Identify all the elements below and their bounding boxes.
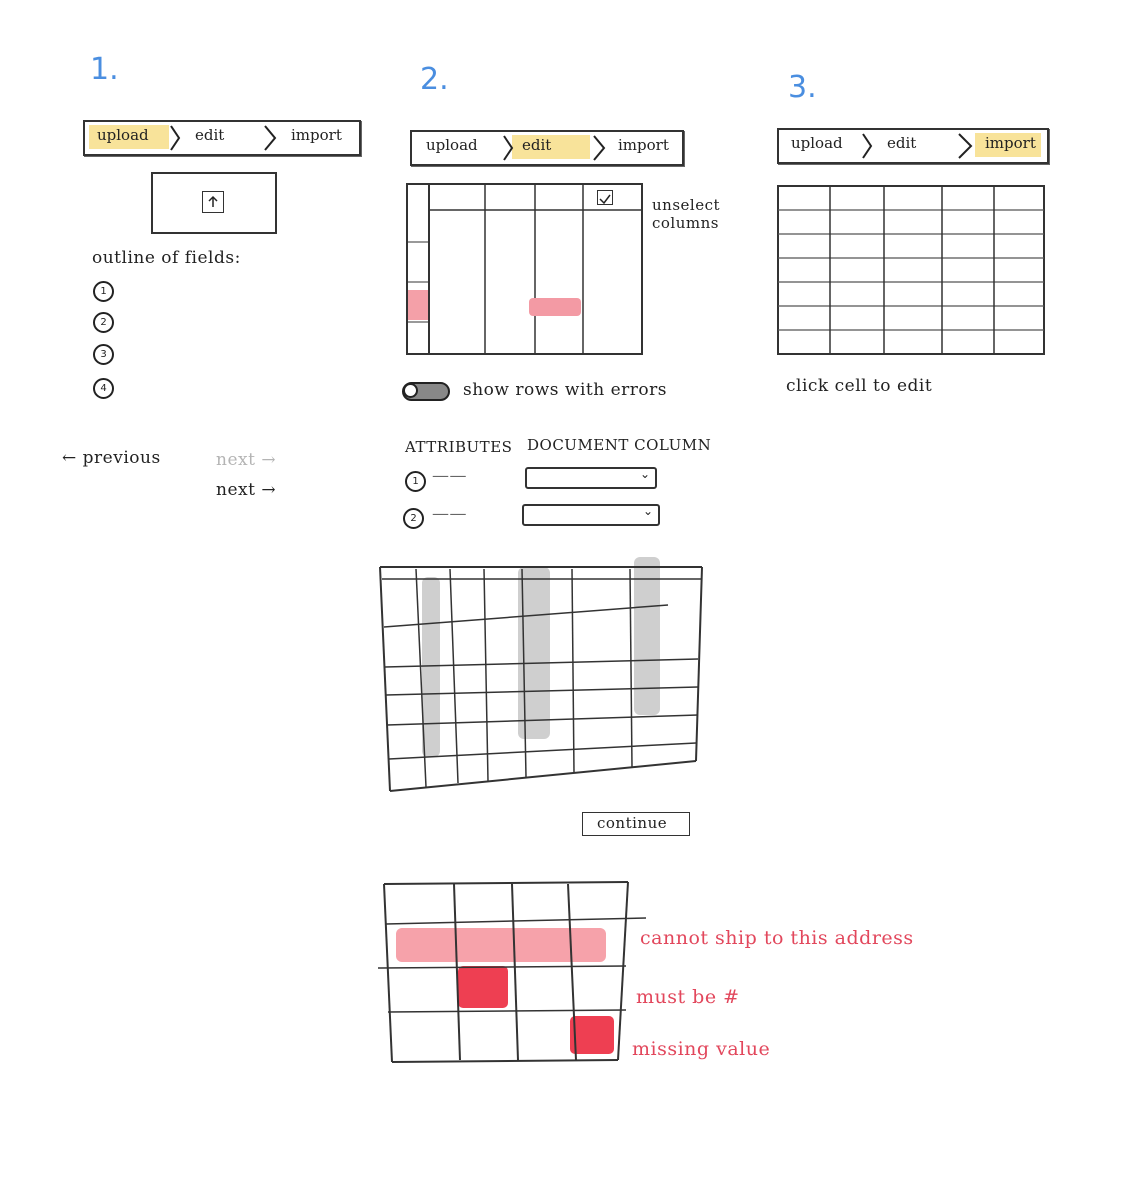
stepper-upload[interactable]: upload: [97, 126, 149, 144]
stepper-screen-1: upload edit import: [83, 120, 361, 156]
unselect-note-line-2: columns: [652, 214, 719, 232]
field-marker-4: 4: [93, 378, 114, 399]
stepper-chevrons: [170, 125, 277, 151]
field-marker-2: 2: [93, 312, 114, 333]
error-table-grid: [377, 881, 646, 1063]
stepper-import[interactable]: import: [291, 126, 342, 144]
step-number-3: 3.: [788, 70, 817, 105]
unselect-columns-note: unselect columns: [652, 196, 720, 232]
preview-table-grid: [406, 183, 643, 355]
field-marker-3: 3: [93, 344, 114, 365]
step-number-1: 1.: [90, 52, 119, 87]
error-table: [376, 876, 646, 1066]
stepper-screen-3: upload edit import: [777, 128, 1049, 164]
chevron-down-icon: ⌄: [639, 467, 650, 481]
document-column-select-1[interactable]: ⌄: [525, 467, 657, 489]
file-drop-zone[interactable]: [151, 172, 277, 234]
cell-error-highlight-missing: [570, 1016, 614, 1054]
continue-button[interactable]: continue: [582, 812, 690, 836]
column-checkbox[interactable]: [597, 190, 613, 205]
stepper-screen-2: upload edit import: [410, 130, 684, 166]
attribute-name-1: ——: [432, 466, 467, 486]
unselect-note-line-1: unselect: [652, 196, 720, 214]
editable-data-table[interactable]: [776, 184, 1048, 360]
stepper-import[interactable]: import: [985, 134, 1036, 152]
mapped-data-table: [376, 555, 706, 795]
row-error-marker: [408, 290, 428, 320]
attributes-header: ATTRIBUTES: [405, 438, 513, 456]
upload-button[interactable]: [202, 191, 224, 213]
continue-label: continue: [597, 814, 668, 832]
attribute-index-2: 2: [403, 508, 424, 529]
show-errors-toggle[interactable]: [402, 382, 450, 401]
toggle-knob: [403, 383, 418, 398]
next-button[interactable]: next →: [216, 480, 277, 500]
stepper-chevrons: [862, 133, 973, 159]
stepper-edit[interactable]: edit: [887, 134, 917, 152]
attribute-name-2: ——: [432, 504, 467, 524]
upload-arrow-icon: [208, 195, 218, 207]
mapped-column-shade: [422, 577, 440, 757]
stepper-upload[interactable]: upload: [791, 134, 843, 152]
active-step-highlight: [89, 125, 169, 149]
stepper-edit[interactable]: edit: [195, 126, 225, 144]
error-message-number: must be #: [636, 986, 740, 1008]
document-column-select-2[interactable]: ⌄: [522, 504, 660, 526]
cell-error-highlight-number: [458, 966, 508, 1008]
stepper-edit[interactable]: edit: [522, 136, 552, 154]
checkmark-icon: [599, 194, 611, 205]
stepper-import[interactable]: import: [618, 136, 669, 154]
outline-label: outline of fields:: [92, 248, 241, 268]
error-message-address: cannot ship to this address: [640, 927, 914, 949]
preview-table: [405, 182, 645, 357]
chevron-down-icon: ⌄: [642, 504, 653, 518]
stepper-chevrons: [503, 135, 606, 161]
edit-hint: click cell to edit: [786, 376, 933, 396]
error-message-missing: missing value: [632, 1038, 771, 1060]
step-number-2: 2.: [420, 62, 449, 97]
editable-table-grid: [777, 185, 1045, 355]
previous-button[interactable]: ← previous: [62, 448, 161, 468]
field-marker-1: 1: [93, 281, 114, 302]
next-button-disabled: next →: [216, 450, 277, 470]
toggle-label: show rows with errors: [463, 380, 667, 400]
document-column-header: DOCUMENT COLUMN: [527, 436, 712, 454]
active-step-highlight: [975, 133, 1041, 157]
cell-error-highlight: [529, 298, 581, 316]
stepper-upload[interactable]: upload: [426, 136, 478, 154]
attribute-index-1: 1: [405, 471, 426, 492]
active-step-highlight: [512, 135, 590, 159]
mapped-table-grid: [379, 566, 703, 792]
